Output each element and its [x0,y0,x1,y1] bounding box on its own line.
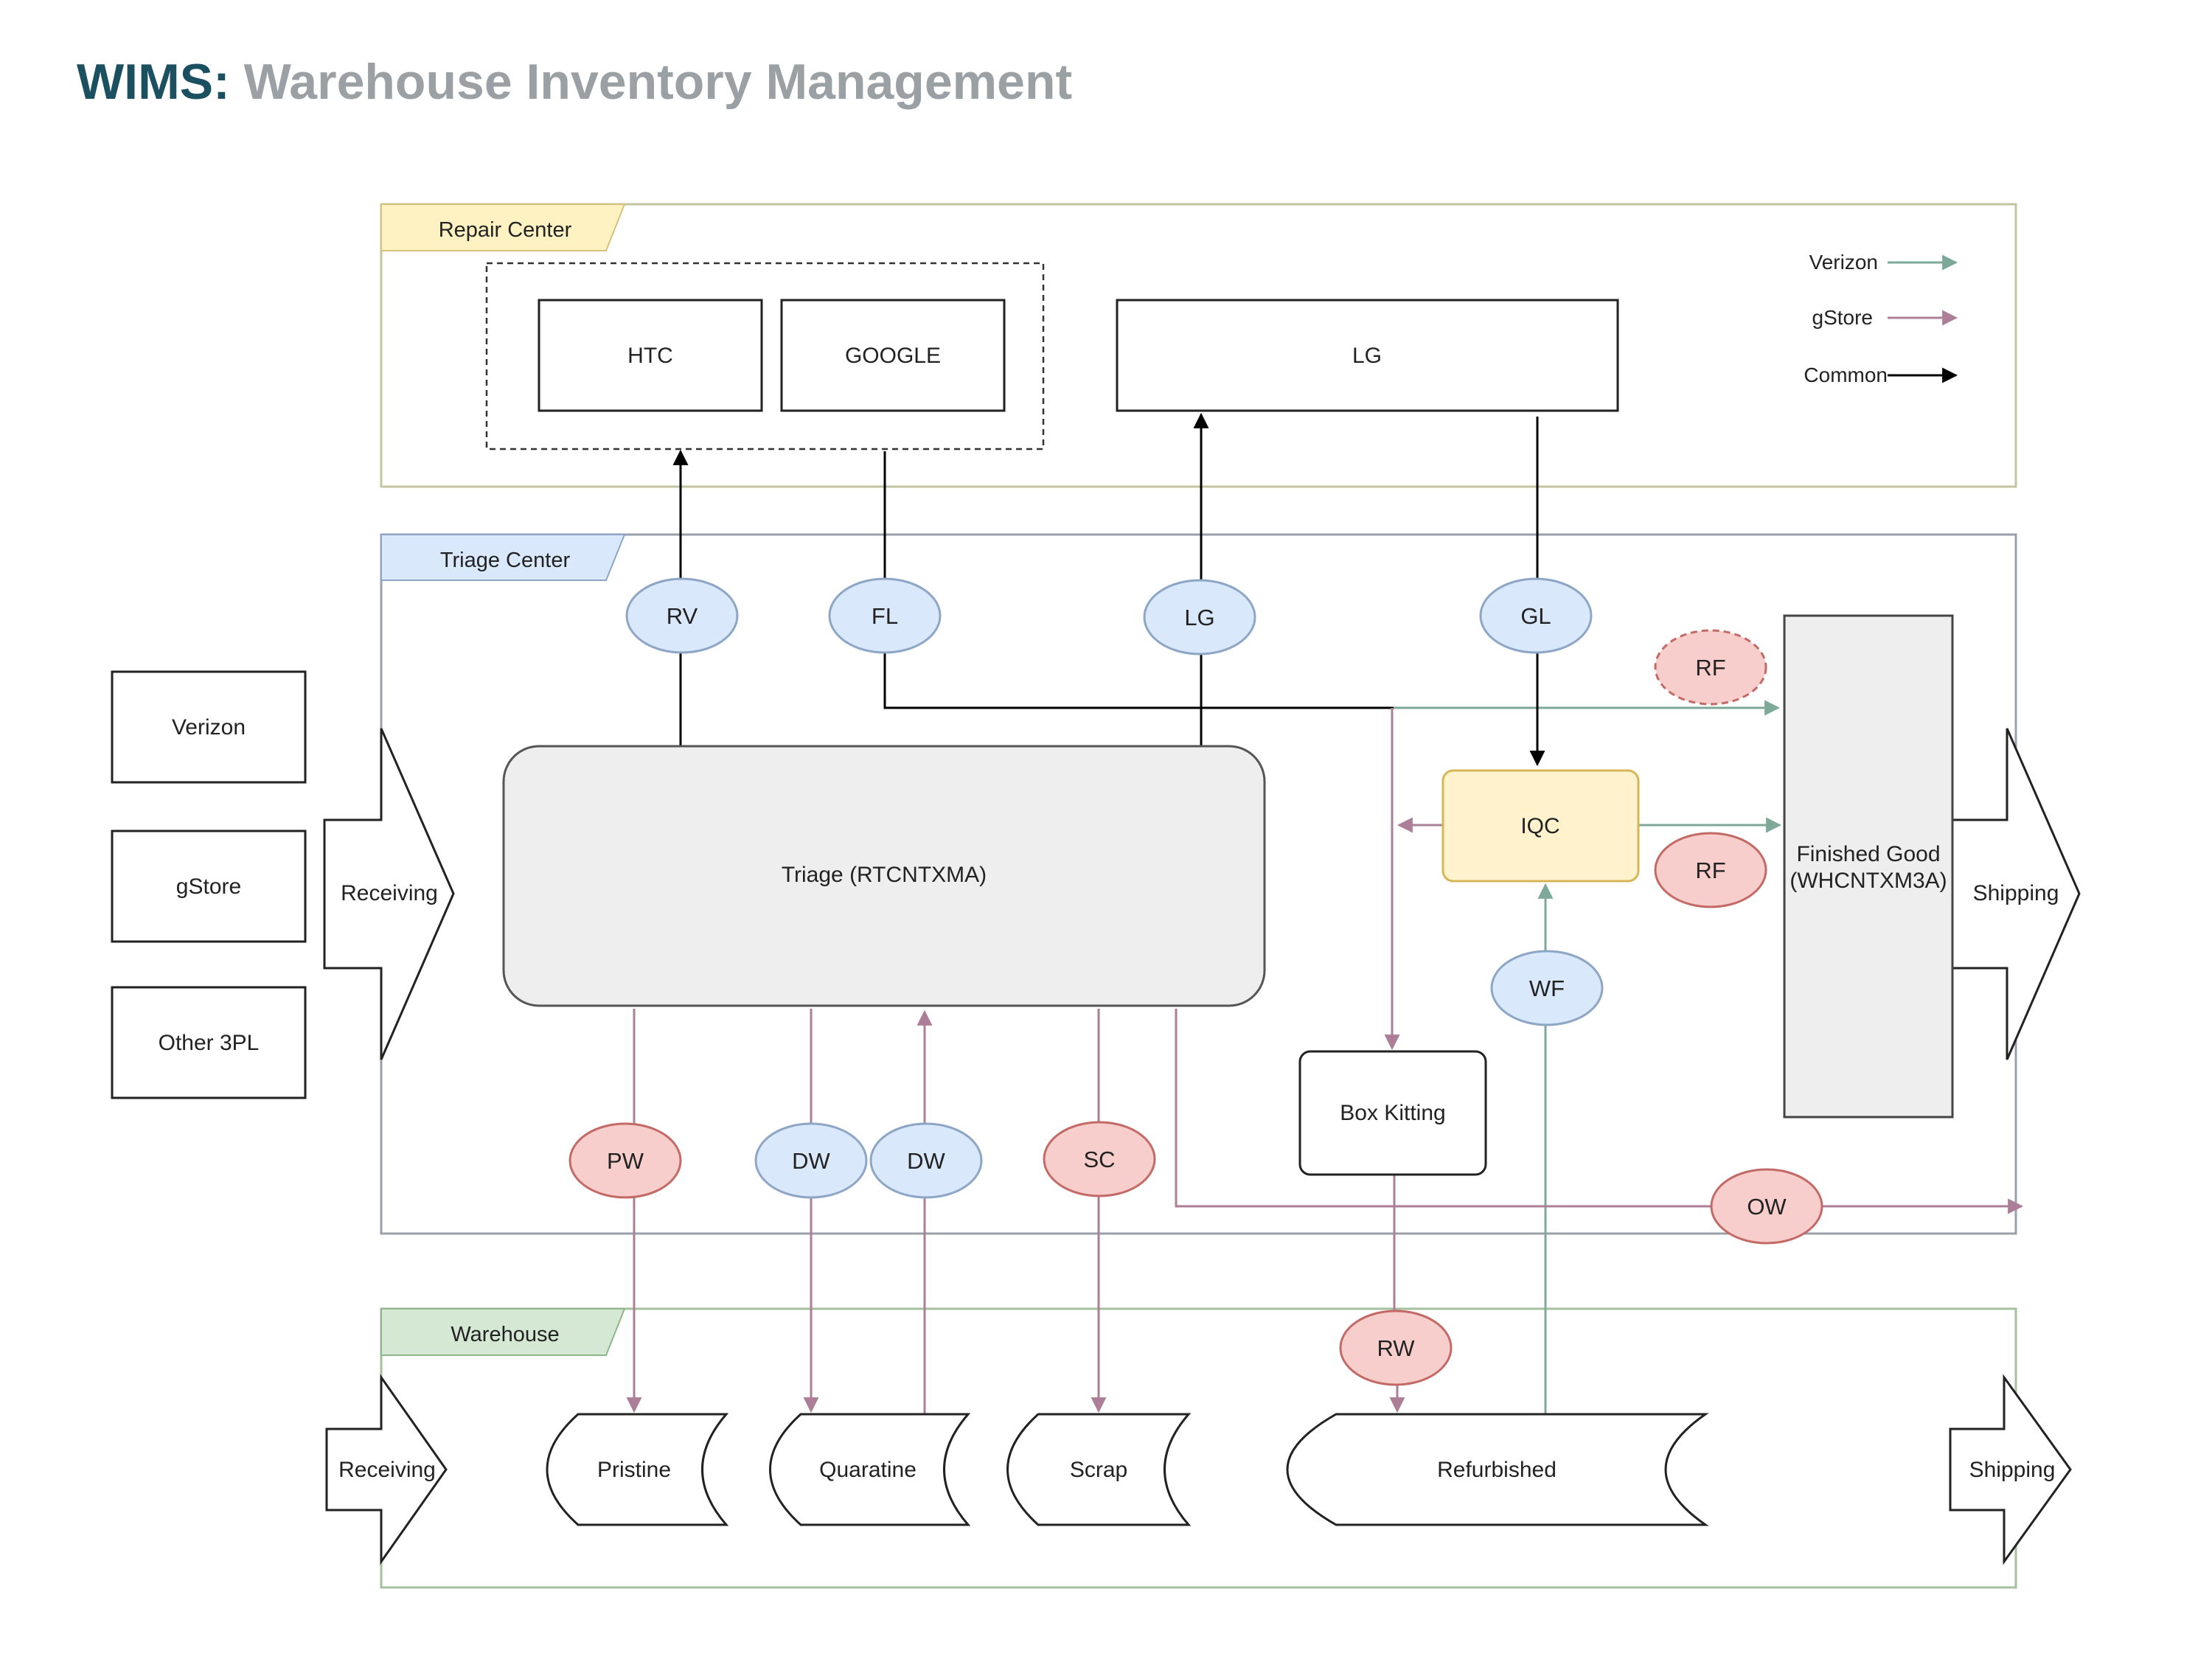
source-other-3pl-label: Other 3PL [159,1031,260,1055]
warehouse-receiving-label: Receiving [338,1458,436,1482]
triage-to-ow-line [1175,1009,1712,1208]
title-text: Warehouse Inventory Management [243,54,1073,110]
legend-common-label: Common [1804,364,1888,386]
node-rv-label: RV [667,603,698,629]
triage-center-tab [380,534,626,581]
warehouse-label: Warehouse [451,1323,559,1346]
repair-center-tab [380,204,626,251]
node-fl: FL [828,577,942,654]
triage-main-box: Triage (RTCNTXMA) [502,745,1266,1007]
node-ow: OW [1710,1168,1823,1245]
storage-scrap: Scrap [1006,1413,1192,1526]
node-rw: RW [1339,1310,1453,1386]
node-sc-label: SC [1083,1147,1115,1172]
node-gl: GL [1479,577,1593,654]
triage-receiving-arrow: Receiving [323,728,455,1060]
htc-box: HTC [538,299,763,412]
page-title: WIMS: Warehouse Inventory Management [77,53,1072,111]
storage-pristine-label: Pristine [597,1458,671,1482]
node-wf-label: WF [1529,975,1565,1001]
source-gstore-label: gStore [176,874,241,899]
finished-good-box: Finished Good (WHCNTXM3A) [1783,614,1954,1119]
node-dw-up-label: DW [907,1148,945,1174]
triage-shipping-arrow: Shipping [1951,728,2081,1060]
title-acronym: WIMS: [77,54,230,110]
triage-receiving-label: Receiving [341,881,438,905]
node-pw-label: PW [607,1148,644,1174]
node-rf-dashed: RF [1654,629,1767,706]
node-rf: RF [1654,832,1767,908]
legend: Verizon gStore Common [1804,251,1958,386]
triage-center-label: Triage Center [440,549,571,572]
source-verizon-label: Verizon [172,715,246,740]
iqc-box: IQC [1441,769,1640,883]
repair-center-label: Repair Center [439,218,572,242]
warehouse-tab [380,1308,626,1356]
fl-route-line [883,653,1394,709]
node-fl-label: FL [872,603,898,629]
storage-quarantine-label: Quaratine [819,1458,917,1482]
warehouse-receiving-arrow: Receiving [325,1374,448,1565]
storage-refurbished-label: Refurbished [1437,1458,1557,1482]
source-verizon: Verizon [111,670,307,784]
node-pw: PW [568,1122,682,1199]
box-kitting-label: Box Kitting [1340,1101,1445,1125]
lg-repair-box: LG [1116,299,1619,412]
google-label: GOOGLE [845,344,941,368]
source-other-3pl: Other 3PL [111,986,307,1099]
warehouse-shipping-label: Shipping [1969,1458,2056,1482]
iqc-label: IQC [1520,814,1559,838]
lg-repair-label: LG [1352,344,1382,368]
legend-gstore-label: gStore [1812,306,1874,329]
node-rw-label: RW [1377,1335,1415,1361]
node-dw-down: DW [754,1122,868,1199]
node-lg-label: LG [1184,605,1214,630]
node-lg: LG [1143,579,1256,655]
finished-good-code: (WHCNTXM3A) [1790,869,1947,893]
node-ow-label: OW [1747,1194,1787,1220]
warehouse-shipping-arrow: Shipping [1949,1374,2072,1565]
storage-scrap-label: Scrap [1070,1458,1127,1482]
box-kitting-box: Box Kitting [1298,1050,1487,1176]
node-dw-up: DW [869,1122,983,1199]
source-gstore: gStore [111,830,307,943]
storage-refurbished: Refurbished [1286,1413,1709,1526]
triage-main-label: Triage (RTCNTXMA) [782,863,987,887]
node-wf: WF [1490,950,1604,1026]
node-rv: RV [625,577,739,654]
finished-good-label: Finished Good [1796,842,1940,866]
node-dw-down-label: DW [792,1148,830,1174]
htc-label: HTC [627,344,673,368]
connectors [626,412,2024,1414]
google-box: GOOGLE [780,299,1006,412]
node-sc: SC [1043,1121,1156,1197]
node-gl-label: GL [1520,603,1551,629]
storage-quarantine: Quaratine [769,1413,971,1526]
storage-pristine: Pristine [546,1413,729,1526]
legend-verizon-label: Verizon [1809,251,1878,274]
triage-shipping-label: Shipping [1973,881,2059,905]
node-rf-label: RF [1695,858,1725,883]
repair-center-section: Repair Center [380,203,2017,488]
node-rf-dashed-label: RF [1695,655,1725,681]
